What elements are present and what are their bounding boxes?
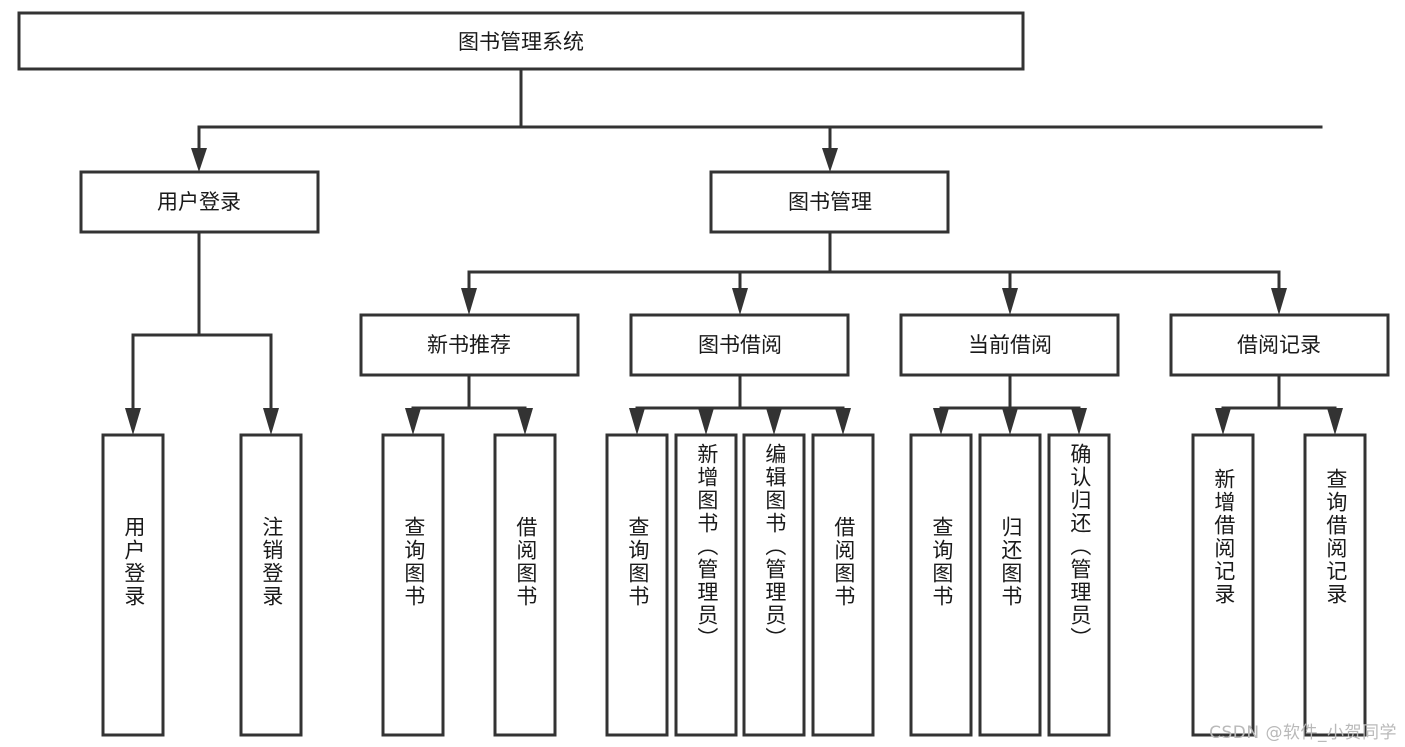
node-user-login-box [79, 170, 320, 234]
leaf-box-user-login[interactable] [101, 433, 165, 737]
leaf-box-query-book-3[interactable] [909, 433, 973, 737]
leaf-box-query-book-2[interactable] [605, 433, 669, 737]
node-current-borrow-box [899, 313, 1120, 377]
connector-current-borrow-to-leaves [933, 373, 1087, 435]
arrow-head-leaf-query-book-2 [629, 408, 645, 435]
arrow-head-leaf-borrow-book-2 [835, 408, 851, 435]
arrow-head-leaf-query-book-3 [933, 408, 949, 435]
arrow-head-current-borrow [1002, 288, 1018, 315]
watermark-text: CSDN @软件_小贺同学 [1209, 723, 1397, 743]
leaf-box-query-book-1[interactable] [381, 433, 445, 737]
node-book-management-label: 图书管理 [788, 190, 872, 214]
node-book-management[interactable]: 图书管理 [709, 170, 950, 234]
arrow-head-borrow-record [1271, 288, 1287, 315]
leaf-boxes [101, 433, 1367, 737]
arrow-head-new-book-rec [461, 288, 477, 315]
node-root[interactable]: 图书管理系统 [17, 11, 1025, 71]
arrow-head-leaf-confirm-return [1071, 408, 1087, 435]
node-borrow-record-label: 借阅记录 [1237, 333, 1321, 357]
leaf-box-borrow-book-1[interactable] [493, 433, 557, 737]
connector-user-login-to-leaves [125, 230, 279, 435]
node-user-login-label: 用户登录 [157, 190, 241, 214]
arrow-head-leaf-user-login [125, 408, 141, 435]
connector-root-to-level2 [191, 67, 1323, 172]
arrow-head-user-login [191, 148, 207, 172]
arrow-head-leaf-query-book-1 [405, 408, 421, 435]
node-book-borrow[interactable]: 图书借阅 [629, 313, 850, 377]
leaf-box-query-record[interactable] [1303, 433, 1367, 737]
leaf-box-add-record[interactable] [1191, 433, 1255, 737]
arrow-head-leaf-query-record [1327, 408, 1343, 435]
arrow-head-leaf-add-record [1215, 408, 1231, 435]
leaf-box-return-book[interactable] [978, 433, 1042, 737]
leaf-box-edit-book[interactable] [742, 433, 806, 737]
arrow-head-leaf-return-book [1002, 408, 1018, 435]
connector-book-borrow-to-leaves [629, 373, 851, 435]
node-book-borrow-label: 图书借阅 [698, 333, 782, 357]
node-root-label: 图书管理系统 [458, 30, 584, 54]
node-borrow-record[interactable]: 借阅记录 [1169, 313, 1390, 377]
arrow-head-leaf-add-book [698, 408, 714, 435]
connector-new-book-recommend-to-leaves [405, 373, 533, 435]
node-new-book-recommend-label: 新书推荐 [427, 333, 511, 357]
arrow-head-book-borrow [732, 288, 748, 315]
node-new-book-recommend-box [359, 313, 580, 377]
connector-borrow-record-to-leaves [1215, 373, 1343, 435]
arrow-head-leaf-edit-book [766, 408, 782, 435]
node-new-book-recommend[interactable]: 新书推荐 [359, 313, 580, 377]
connector-book-management-to-level3 [461, 230, 1287, 315]
arrow-head-leaf-borrow-book-1 [517, 408, 533, 435]
node-current-borrow[interactable]: 当前借阅 [899, 313, 1120, 377]
leaf-box-logout[interactable] [239, 433, 303, 737]
leaf-box-borrow-book-2[interactable] [811, 433, 875, 737]
arrow-head-book-manage [822, 148, 838, 172]
node-user-login[interactable]: 用户登录 [79, 170, 320, 234]
leaf-box-confirm-return[interactable] [1047, 433, 1111, 737]
arrow-head-leaf-logout [263, 408, 279, 435]
node-current-borrow-label: 当前借阅 [968, 333, 1052, 357]
node-root-box [17, 11, 1025, 71]
leaf-box-add-book[interactable] [674, 433, 738, 737]
